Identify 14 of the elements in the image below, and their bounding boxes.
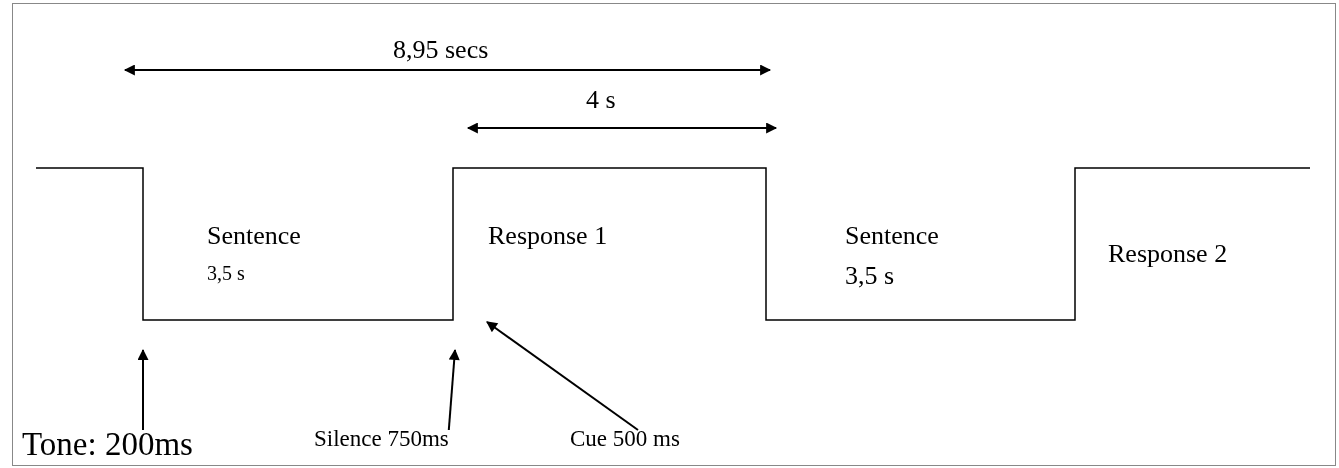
dimension-label: 8,95 secs (393, 36, 489, 65)
leader-arrow (137, 348, 149, 431)
phase-label: Sentence (207, 222, 301, 251)
annotation-text: Cue 500 ms (570, 426, 680, 452)
phase-label: 3,5 s (207, 262, 245, 284)
phase-label: 3,5 s (845, 262, 895, 291)
annotation-text: Silence 750ms (314, 426, 449, 452)
dimension-label: 4 s (586, 86, 616, 115)
phase-label: Response 1 (488, 222, 608, 251)
phase-label: Response 2 (1108, 240, 1228, 269)
leader-arrow (447, 348, 460, 431)
leader-arrow (486, 321, 639, 431)
phase-label: Sentence (845, 222, 939, 251)
annotation-text: Tone: 200ms (22, 426, 193, 463)
